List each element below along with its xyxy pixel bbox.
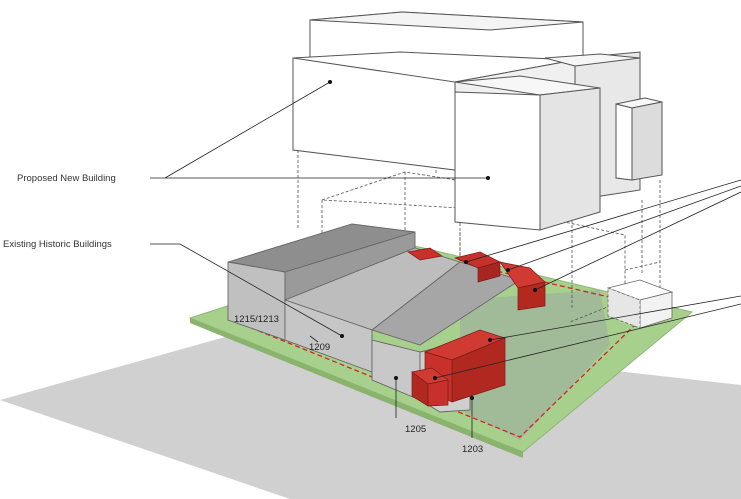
number-1203: 1203 — [462, 444, 483, 455]
number-1209: 1209 — [309, 342, 330, 353]
leader-lines — [150, 81, 741, 438]
number-1205: 1205 — [405, 424, 426, 435]
label-proposed-new-building: Proposed New Building — [17, 173, 116, 184]
number-1215-1213: 1215/1213 — [234, 314, 279, 325]
label-existing-historic-buildings: Existing Historic Buildings — [3, 239, 112, 250]
site-shadow — [460, 290, 610, 440]
site-curb — [190, 318, 523, 458]
proposed-building — [292, 11, 663, 231]
leader-dots — [328, 80, 537, 400]
